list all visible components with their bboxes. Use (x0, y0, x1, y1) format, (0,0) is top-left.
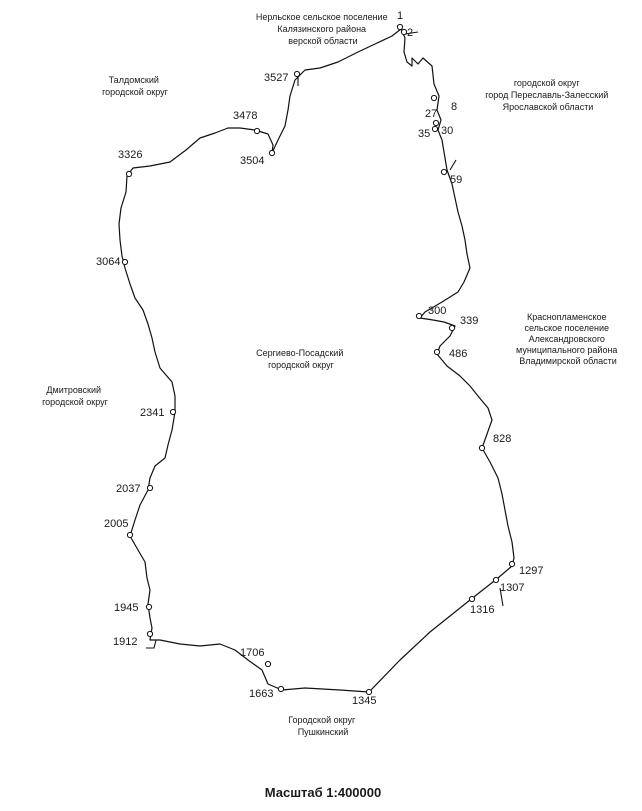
point-marker (440, 168, 448, 176)
label-krasnoplam: Краснопламенское сельское поселение Алек… (516, 312, 620, 366)
point-label: 1912 (113, 636, 137, 648)
point-label: 2005 (104, 518, 128, 530)
point-marker (121, 258, 129, 266)
point-label: 3527 (264, 72, 288, 84)
point-marker (146, 484, 154, 492)
point-label: 8 (451, 101, 457, 113)
point-marker (146, 630, 154, 638)
point-marker (264, 660, 272, 668)
point-marker (492, 576, 500, 584)
point-marker (448, 324, 456, 332)
point-label: 3326 (118, 149, 142, 161)
point-label: 3504 (240, 155, 264, 167)
point-marker (432, 119, 440, 127)
point-label: 27 (425, 108, 437, 120)
point-marker (293, 70, 301, 78)
point-label: 1663 (249, 688, 273, 700)
point-label: 339 (460, 315, 478, 327)
point-label: 30 (441, 125, 453, 137)
point-label: 1345 (352, 695, 376, 707)
point-label: 2341 (140, 407, 164, 419)
point-marker (126, 531, 134, 539)
point-label: 3064 (96, 256, 120, 268)
point-marker (268, 149, 276, 157)
point-label: 1945 (114, 602, 138, 614)
point-marker (125, 170, 133, 178)
point-label: 59 (450, 174, 462, 186)
point-label: 1297 (519, 565, 543, 577)
point-marker (253, 127, 261, 135)
label-pushkino: Городской округ Пушкинский (288, 715, 358, 737)
label-dmitrov: Дмитровский городской округ (42, 385, 109, 407)
point-label: 1706 (240, 647, 264, 659)
point-label: 2037 (116, 483, 140, 495)
point-label: 3478 (233, 110, 257, 122)
point-marker (430, 94, 438, 102)
point-marker (400, 28, 408, 36)
point-marker (478, 444, 486, 452)
point-marker (396, 23, 404, 31)
district-boundary (118, 28, 515, 693)
point-label: 828 (493, 433, 511, 445)
point-marker (431, 125, 439, 133)
scale-label: Масштаб 1:400000 (265, 785, 381, 800)
point-label: 2 (407, 27, 413, 39)
point-label: 300 (428, 305, 446, 317)
point-label: 1316 (470, 604, 494, 616)
point-marker (145, 603, 153, 611)
label-sergiev: Сергиево-Посадский городской округ (256, 348, 346, 370)
point-label: 1 (397, 10, 403, 22)
point-marker (277, 685, 285, 693)
point-label: 486 (449, 348, 467, 360)
point-marker (433, 348, 441, 356)
point-marker (468, 595, 476, 603)
label-nerl: Нерльское сельское поселение Калязинског… (256, 12, 390, 46)
point-marker (415, 312, 423, 320)
label-taldom: Талдомский городской округ (102, 75, 169, 97)
point-marker (169, 408, 177, 416)
label-pereslavl: городской округ город Переславль-Залесск… (485, 78, 611, 112)
point-marker (365, 688, 373, 696)
point-label: 1307 (500, 582, 524, 594)
point-label: 35 (418, 128, 430, 140)
point-marker (508, 560, 516, 568)
